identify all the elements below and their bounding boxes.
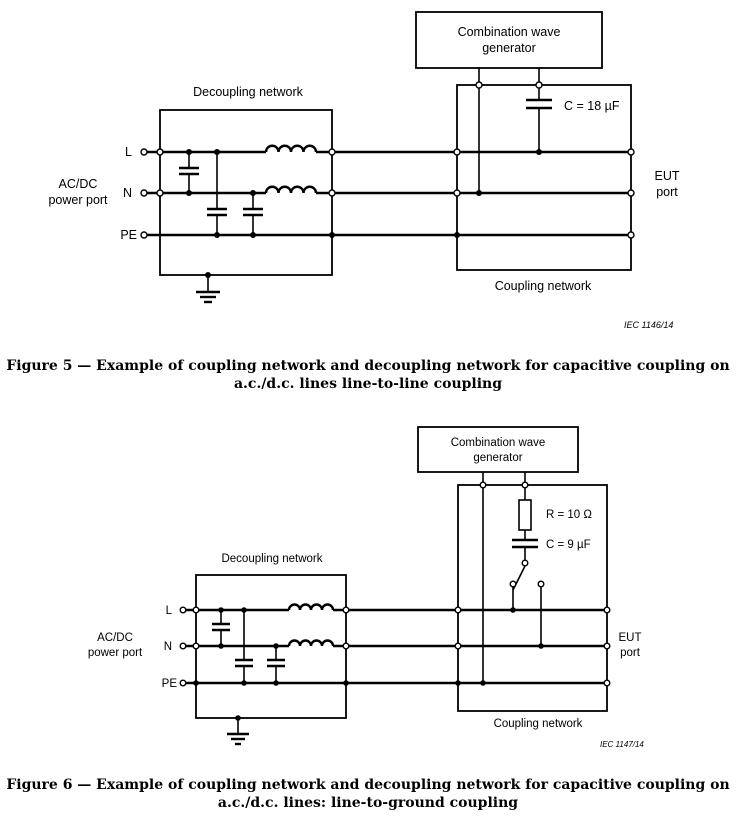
inductor-N (287, 639, 335, 647)
iec-reference: IEC 1147/14 (600, 740, 644, 749)
figure-6-diagram: Combination wave generator Decoupling ne… (88, 426, 644, 749)
line-L-label: L (125, 145, 132, 159)
eut-port-label-line2: port (620, 647, 641, 659)
power-port-label-line2: power port (48, 193, 108, 207)
figure-6-caption-line1: Figure 6 — Example of coupling network a… (6, 777, 730, 793)
line-L-label: L (166, 605, 173, 617)
eut-port-label-line1: EUT (655, 169, 680, 183)
figure-5-caption-line1: Figure 5 — Example of coupling network a… (6, 358, 730, 374)
ground-symbol (227, 718, 249, 746)
terminals (140, 81, 635, 239)
coupling-network-box (457, 484, 608, 712)
generator-label-line1: Combination wave (451, 437, 546, 449)
inductor-L (287, 603, 335, 611)
inductor-L (264, 144, 318, 153)
coupling-network-label: Coupling network (495, 279, 592, 293)
coupling-network-label: Coupling network (494, 718, 583, 730)
decoupling-capacitor-L-N (212, 610, 230, 646)
decoupling-capacitor-L-PE (235, 610, 253, 683)
decoupling-network-label: Decoupling network (193, 85, 304, 99)
figure-6-caption-line2: a.c./d.c. lines: line-to-ground coupling (217, 795, 519, 811)
generator-label-line1: Combination wave (458, 25, 561, 39)
power-port-label-line2: power port (88, 647, 143, 659)
coupling-network-box (456, 84, 632, 271)
decoupling-capacitor-L-PE (207, 152, 227, 235)
figure-5-diagram: Combination wave generator Decoupling ne… (48, 11, 680, 330)
coupling-capacitor (526, 98, 552, 152)
ground-symbol (196, 275, 220, 304)
eut-port-label-line2: port (656, 185, 678, 199)
coupling-resistor (518, 499, 532, 531)
figure-6-caption: Figure 6 — Example of coupling network a… (0, 776, 736, 812)
coupling-capacitor-label: C = 9 µF (546, 539, 591, 551)
decoupling-capacitor-N-PE (243, 193, 263, 235)
generator-label-line2: generator (482, 41, 536, 55)
figure-5-caption: Figure 5 — Example of coupling network a… (0, 357, 736, 393)
line-PE-label: PE (162, 678, 178, 690)
decoupling-network-label: Decoupling network (221, 553, 322, 565)
decoupling-capacitor-N-PE (267, 646, 285, 683)
line-N-label: N (164, 641, 172, 653)
generator-box (417, 426, 579, 473)
generator-box (415, 11, 603, 69)
eut-port-label-line1: EUT (619, 632, 642, 644)
terminals (179, 481, 611, 687)
selector-switch (512, 565, 542, 646)
power-port-label-line1: AC/DC (97, 632, 133, 644)
generator-label-line2: generator (473, 452, 522, 464)
coupling-capacitor-label: C = 18 µF (564, 99, 620, 113)
line-N-label: N (123, 186, 132, 200)
junction-dots (186, 149, 542, 278)
figure-5-caption-line2: a.c./d.c. lines line-to-line coupling (233, 376, 503, 392)
decoupling-capacitor-L-N (179, 152, 199, 193)
inductor-N (264, 185, 318, 194)
junction-dots (193, 607, 544, 721)
coupling-resistor-label: R = 10 Ω (546, 509, 592, 521)
power-port-label-line1: AC/DC (59, 177, 98, 191)
line-PE-label: PE (120, 228, 137, 242)
iec-reference: IEC 1146/14 (624, 320, 673, 330)
